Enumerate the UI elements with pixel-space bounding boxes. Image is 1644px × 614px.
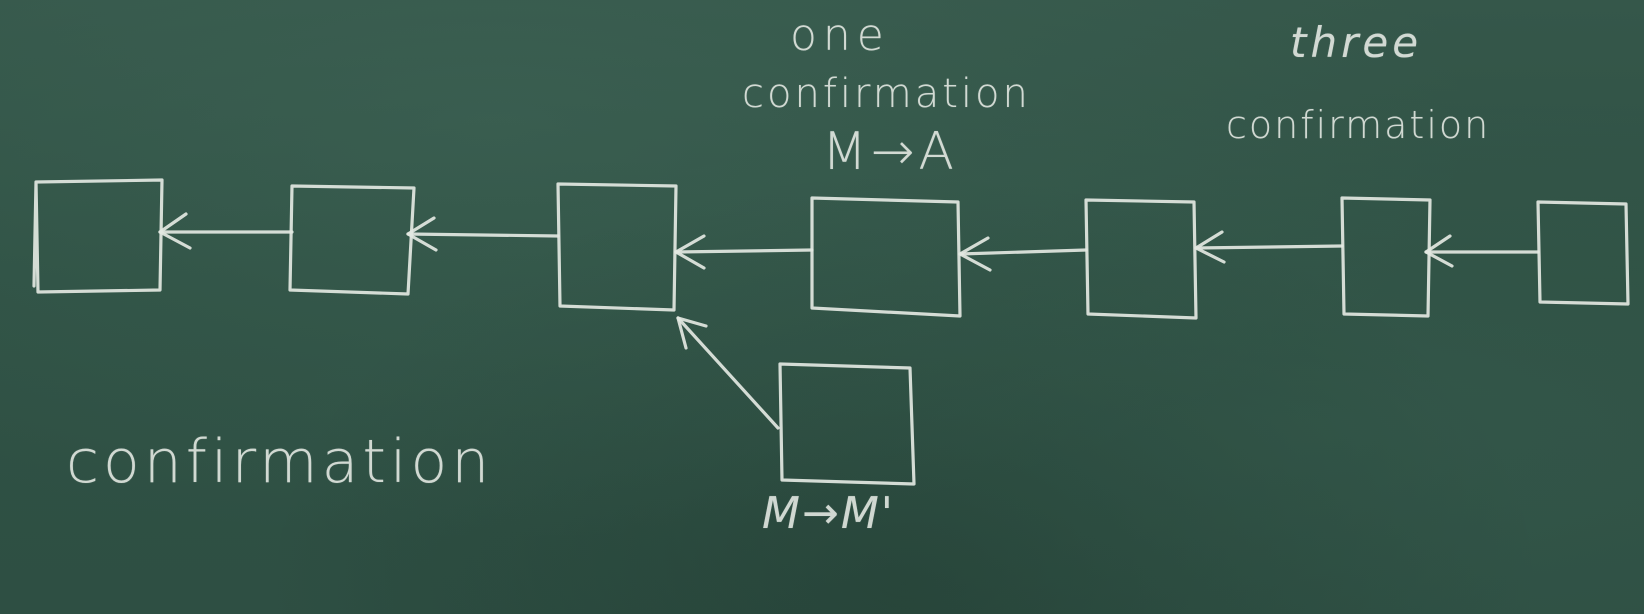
block-6 [1340,196,1432,318]
arrow-3-to-2 [406,216,560,252]
arrow-fork-to-3 [676,316,780,430]
arrow-5-to-4 [958,236,1088,272]
m-to-m-prime-label: M→M' [762,488,895,539]
arrow-7-to-6 [1424,234,1540,268]
block-7 [1536,200,1630,306]
three-confirmation-label: confirmation [1226,103,1491,147]
block-4 [810,196,962,318]
three-label: three [1290,18,1423,67]
confirmation-heading: confirmation [66,427,494,497]
block-3 [556,182,678,312]
block-5 [1084,198,1198,320]
one-label: one [790,10,890,61]
fork-block [778,362,916,486]
arrow-6-to-5 [1194,230,1344,264]
arrow-4-to-3 [674,234,814,270]
block-1 [32,178,164,294]
arrow-2-to-1 [158,212,294,250]
block-2 [288,184,416,296]
m-to-a-label: M→A [822,122,959,182]
one-confirmation-label: confirmation [742,71,1031,117]
